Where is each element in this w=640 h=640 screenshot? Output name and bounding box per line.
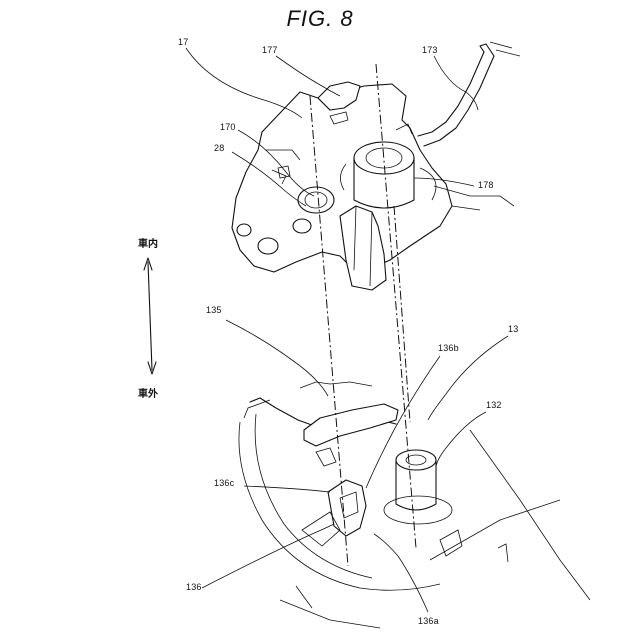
direction-inner-label: 車内 — [138, 235, 158, 250]
ref-135: 135 — [206, 305, 222, 315]
direction-arrow — [144, 258, 156, 374]
ref-136b: 136b — [438, 343, 459, 353]
upper-bracket-part — [232, 42, 520, 290]
ref-170: 170 — [220, 122, 236, 132]
ref-136a: 136a — [418, 616, 439, 626]
ref-17: 17 — [178, 37, 188, 47]
ref-177: 177 — [262, 45, 278, 55]
direction-outer-label: 車外 — [138, 385, 158, 400]
ref-136: 136 — [186, 582, 202, 592]
ref-178: 178 — [478, 180, 494, 190]
lower-base-part — [239, 382, 590, 628]
ref-173: 173 — [422, 45, 438, 55]
ref-28: 28 — [214, 143, 224, 153]
ref-136c: 136c — [214, 478, 234, 488]
ref-13: 13 — [508, 324, 518, 334]
ref-132: 132 — [486, 400, 502, 410]
